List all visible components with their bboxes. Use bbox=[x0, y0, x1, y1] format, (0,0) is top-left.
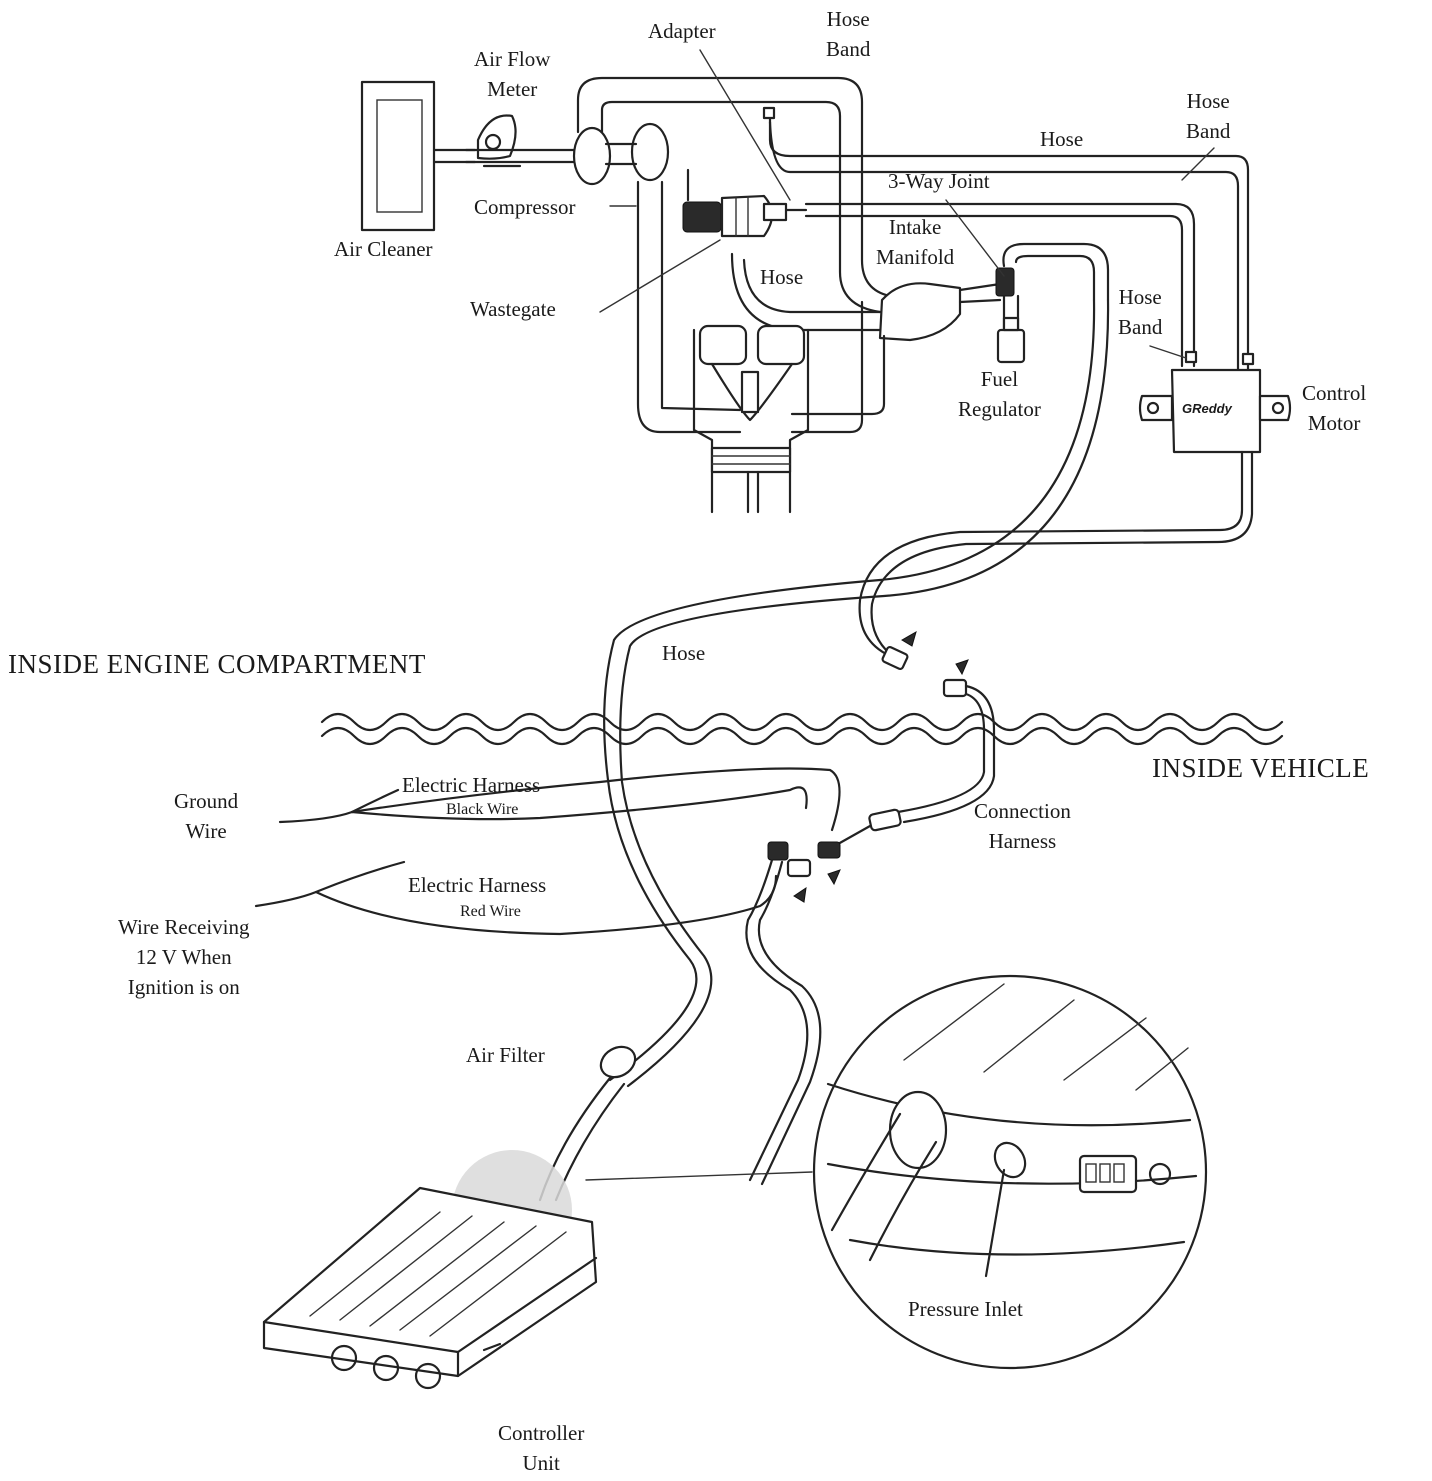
vacuum-hose bbox=[603, 298, 1110, 1088]
controller-unit-line1: Controller bbox=[498, 1421, 585, 1445]
hose-middle-label: Hose bbox=[760, 265, 804, 289]
wastegate-label: Wastegate bbox=[470, 297, 556, 321]
pressure-inlet-detail bbox=[812, 974, 1208, 1370]
inside-vehicle-label: INSIDE VEHICLE bbox=[1152, 753, 1370, 783]
fuel-regulator-label: Fuel Regulator bbox=[958, 364, 1041, 424]
hose-band-top-line2: Band bbox=[826, 37, 871, 61]
leader-lines bbox=[599, 49, 1215, 359]
wire-receiving-line3: Ignition is on bbox=[127, 975, 240, 999]
intake-manifold-line1: Intake bbox=[888, 215, 942, 239]
control-motor bbox=[1138, 368, 1292, 454]
hose-band-right-label: Hose Band bbox=[1186, 86, 1230, 146]
ground-wire-line1: Ground bbox=[174, 789, 239, 813]
intake-manifold-label: Intake Manifold bbox=[876, 212, 954, 272]
wastegate bbox=[682, 194, 808, 238]
air-filter-label: Air Filter bbox=[466, 1043, 545, 1067]
red-wire-label: Red Wire bbox=[460, 903, 521, 920]
motor-cable bbox=[858, 450, 1254, 671]
control-hoses bbox=[762, 106, 1255, 374]
intake-piping bbox=[576, 76, 892, 434]
hose-band-lower-line1: Hose bbox=[1118, 285, 1162, 309]
compartment-divider-2 bbox=[320, 726, 1284, 746]
connection-harness bbox=[817, 678, 996, 859]
air-flow-meter-line1: Air Flow bbox=[474, 47, 551, 71]
air-cleaner-label: Air Cleaner bbox=[334, 237, 433, 261]
control-motor-brand: GReddy bbox=[1182, 401, 1232, 416]
fuel-regulator bbox=[996, 316, 1026, 364]
hose-lower-label: Hose bbox=[662, 641, 706, 665]
fuel-regulator-line2: Regulator bbox=[958, 397, 1041, 421]
compressor bbox=[572, 122, 670, 186]
hose-band-right-line2: Band bbox=[1186, 119, 1231, 143]
electric-harness bbox=[254, 767, 841, 1186]
air-cleaner bbox=[360, 80, 477, 232]
engine-block bbox=[692, 300, 886, 514]
wire-receiving-line2: 12 V When bbox=[135, 945, 232, 969]
wire-receiving-label: Wire Receiving 12 V When Ignition is on bbox=[118, 912, 250, 1002]
control-motor-label: Control Motor bbox=[1302, 378, 1366, 438]
three-way-joint-label: 3-Way Joint bbox=[888, 169, 990, 193]
hose-band-right-line1: Hose bbox=[1186, 89, 1230, 113]
compartment-divider bbox=[320, 712, 1284, 732]
hose-band-lower-line2: Band bbox=[1118, 315, 1163, 339]
control-motor-line2: Motor bbox=[1307, 411, 1361, 435]
three-way-joint bbox=[958, 242, 1110, 332]
fuel-regulator-line1: Fuel bbox=[980, 367, 1019, 391]
ground-wire-line2: Wire bbox=[185, 819, 227, 843]
electric-harness-black-label: Electric Harness bbox=[402, 773, 541, 797]
air-flow-meter-line2: Meter bbox=[487, 77, 538, 101]
hose-upper-label: Hose bbox=[1040, 127, 1084, 151]
controller-unit-label: Controller Unit bbox=[498, 1418, 584, 1478]
black-wire-label: Black Wire bbox=[446, 801, 519, 818]
connector-arrows-top bbox=[901, 630, 969, 676]
wire-receiving-line1: Wire Receiving bbox=[118, 915, 250, 939]
connection-harness-label: Connection Harness bbox=[974, 796, 1071, 856]
hose-band-top-label: Hose Band bbox=[826, 4, 870, 64]
intake-manifold-line2: Manifold bbox=[876, 245, 955, 269]
controller-unit-drawing bbox=[262, 1150, 813, 1390]
connector-arrows-bottom bbox=[793, 869, 841, 903]
air-flow-meter bbox=[464, 114, 582, 168]
compressor-label: Compressor bbox=[474, 195, 576, 219]
hose-band-lower-label: Hose Band bbox=[1118, 282, 1162, 342]
connection-harness-line1: Connection bbox=[974, 799, 1071, 823]
control-motor-line1: Control bbox=[1302, 381, 1367, 405]
electric-harness-red-label: Electric Harness bbox=[408, 873, 547, 897]
connection-harness-line2: Harness bbox=[988, 829, 1057, 853]
adapter-label: Adapter bbox=[648, 19, 716, 43]
ground-wire-label: Ground Wire bbox=[174, 786, 238, 846]
pressure-inlet-label: Pressure Inlet bbox=[908, 1297, 1023, 1321]
controller-unit-line2: Unit bbox=[522, 1451, 560, 1475]
air-flow-meter-label: Air Flow Meter bbox=[474, 44, 550, 104]
inside-engine-compartment-label: INSIDE ENGINE COMPARTMENT bbox=[8, 649, 426, 679]
hose-band-top-line1: Hose bbox=[826, 7, 870, 31]
